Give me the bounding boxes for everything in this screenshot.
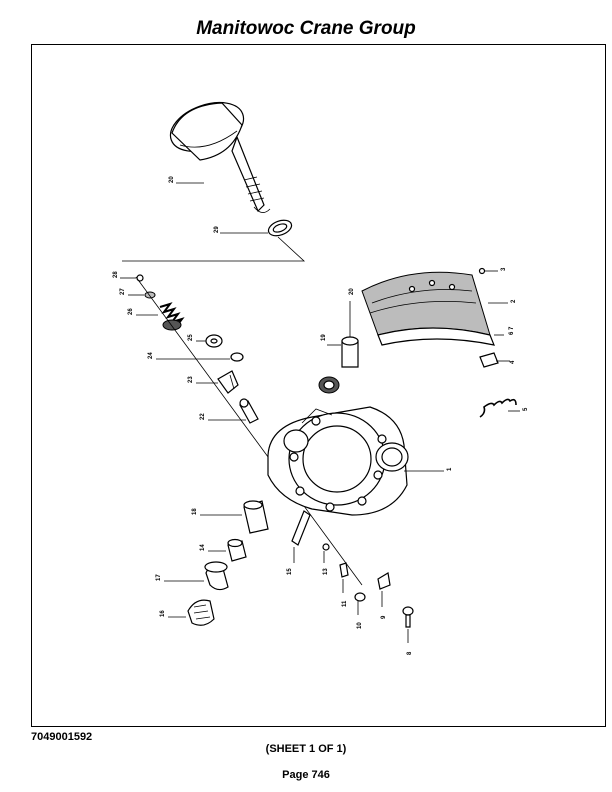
callout-14: 14 — [200, 544, 206, 551]
diagram-frame: 20 29 28 27 26 25 24 — [31, 44, 606, 727]
callout-5: 5 — [523, 407, 529, 411]
part-brake-chamber — [169, 101, 271, 213]
part-o-ring-29 — [267, 219, 293, 237]
callout-28: 28 — [113, 271, 119, 278]
part-roller-4 — [479, 352, 499, 368]
callout-6-7: 6 7 — [509, 326, 515, 335]
callout-27: 27 — [120, 288, 126, 295]
part-brake-shoe-2 — [361, 271, 495, 346]
callout-11: 11 — [342, 600, 348, 607]
document-number: 7049001592 — [31, 731, 93, 743]
part-plate-15 — [291, 510, 311, 546]
callout-4: 4 — [510, 360, 516, 364]
part-spring-26 — [159, 302, 185, 331]
callout-16: 16 — [160, 610, 166, 617]
part-bushing-18 — [243, 500, 269, 534]
callout-26: 26 — [128, 308, 134, 315]
part-spider-1 — [267, 406, 409, 516]
page-number: Page 746 — [282, 769, 330, 781]
part-seal-19 — [341, 336, 359, 368]
callout-1: 1 — [447, 467, 453, 471]
part-pawl-23 — [217, 370, 239, 394]
callout-30: 20 — [169, 176, 175, 183]
callout-17: 17 — [156, 574, 162, 581]
callout-3: 3 — [501, 267, 507, 271]
part-pin-22 — [239, 398, 259, 424]
callout-15: 15 — [287, 568, 293, 575]
callout-8: 8 — [407, 651, 413, 655]
exploded-view-diagram: 20 29 28 27 26 25 24 — [113, 101, 529, 655]
callout-25: 25 — [188, 334, 194, 341]
callout-2: 2 — [511, 299, 517, 303]
callout-10: 10 — [357, 622, 363, 629]
callout-29: 29 — [214, 226, 220, 233]
callout-24: 24 — [148, 352, 154, 359]
part-cap-17 — [204, 561, 229, 591]
part-collar-14 — [227, 538, 247, 562]
callout-18: 18 — [192, 508, 198, 515]
part-return-spring-5 — [479, 398, 517, 418]
callout-13: 13 — [323, 568, 329, 575]
part-adjuster-16 — [187, 599, 215, 626]
callout-19: 19 — [321, 334, 327, 341]
callout-23: 23 — [188, 376, 194, 383]
sheet-indicator: (SHEET 1 OF 1) — [265, 743, 347, 755]
callout-9: 9 — [381, 615, 387, 619]
part-fitting-8 — [402, 606, 414, 628]
callout-20: 20 — [349, 288, 355, 295]
part-bushing-20 — [318, 376, 340, 394]
page-title: Manitowoc Crane Group — [196, 18, 416, 39]
callout-22: 22 — [200, 413, 206, 420]
